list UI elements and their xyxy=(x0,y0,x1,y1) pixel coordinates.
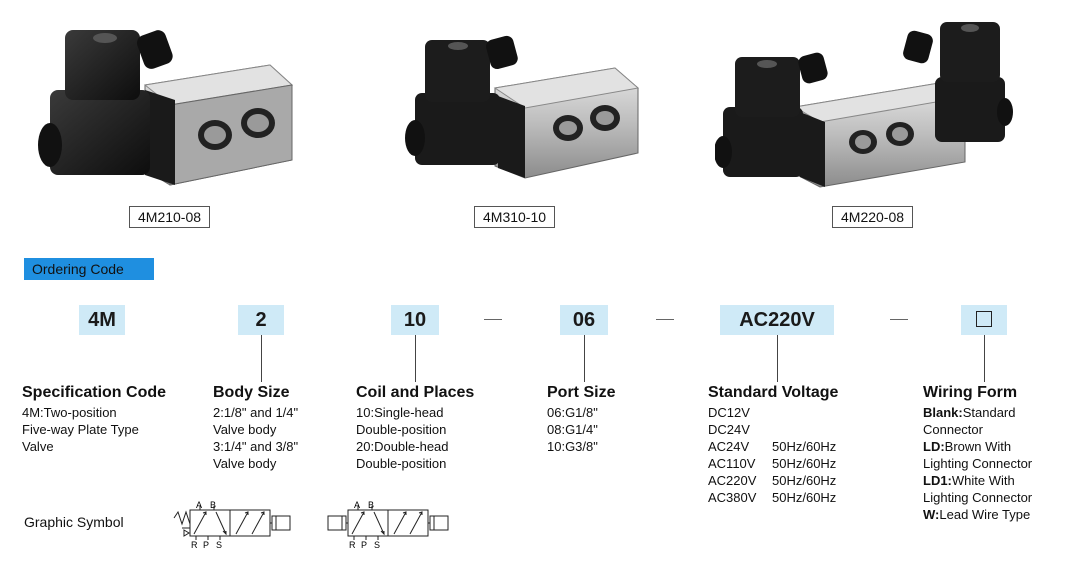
desc-line: Double-position xyxy=(356,422,447,437)
desc-line: LD:Brown With xyxy=(923,439,1012,454)
heading-coil: Coil and Places xyxy=(356,384,475,401)
separator-dash-3 xyxy=(890,319,908,320)
desc-line: 10:Single-head xyxy=(356,405,444,420)
voltage-row: DC24V xyxy=(708,422,750,437)
heading-body-size: Body Size xyxy=(213,384,290,401)
port-label-p: P xyxy=(361,540,367,550)
desc-line: Double-position xyxy=(356,456,447,471)
desc-line: Lighting Connector xyxy=(923,490,1033,505)
valve-image-4m210 xyxy=(38,30,294,186)
separator-dash-2 xyxy=(656,319,674,320)
port-label-a: A xyxy=(196,500,202,510)
connector-line-voltage xyxy=(777,335,778,382)
desc-line: Blank:Standard xyxy=(923,405,1016,420)
port-label-p: P xyxy=(203,540,209,550)
port-label-a: A xyxy=(354,500,360,510)
desc-line: Valve body xyxy=(213,456,277,471)
code-box-spec: 4M xyxy=(79,305,125,335)
graphic-symbol-label: Graphic Symbol xyxy=(24,514,124,530)
heading-voltage: Standard Voltage xyxy=(708,384,839,401)
connector-line-port-size xyxy=(584,335,585,382)
port-label-b: B xyxy=(210,500,216,510)
heading-wiring: Wiring Form xyxy=(923,384,1018,401)
model-label-1: 4M210-08 xyxy=(129,206,211,228)
valve-image-4m220 xyxy=(715,22,1013,188)
port-label-b: B xyxy=(368,500,374,510)
separator-dash-1 xyxy=(484,319,502,320)
desc-line: Valve body xyxy=(213,422,277,437)
voltage-row: DC12V xyxy=(708,405,750,420)
connector-line-coil xyxy=(415,335,416,382)
desc-line: LD1:White With xyxy=(923,473,1015,488)
valve-image-4m310 xyxy=(405,35,640,179)
code-box-voltage: AC220V xyxy=(720,305,834,335)
connector-line-wiring xyxy=(984,335,985,382)
desc-line: Valve xyxy=(22,439,54,454)
desc-line: Five-way Plate Type xyxy=(22,422,139,437)
port-label-r: R xyxy=(349,540,356,550)
desc-line: W:Lead Wire Type xyxy=(923,507,1031,522)
desc-line: 2:1/8" and 1/4" xyxy=(213,405,299,420)
code-box-wiring xyxy=(961,305,1007,335)
connector-line-body-size xyxy=(261,335,262,382)
desc-line: 10:G3/8" xyxy=(547,439,598,454)
checkbox-square-icon xyxy=(976,311,992,328)
desc-port-size: 06:G1/8" 08:G1/4" 10:G3/8" xyxy=(547,404,598,455)
symbol-single-solenoid: A B R P S xyxy=(173,500,291,550)
desc-line: Connector xyxy=(923,422,983,437)
heading-port-size: Port Size xyxy=(547,384,616,401)
desc-line: 08:G1/4" xyxy=(547,422,598,437)
desc-line: Lighting Connector xyxy=(923,456,1033,471)
code-box-port-size: 06 xyxy=(560,305,608,335)
heading-spec-code: Specification Code xyxy=(22,384,167,401)
port-label-s: S xyxy=(216,540,222,550)
code-box-body-size: 2 xyxy=(238,305,284,335)
desc-line: 20:Double-head xyxy=(356,439,449,454)
ordering-code-banner: Ordering Code xyxy=(24,258,154,280)
model-label-2: 4M310-10 xyxy=(474,206,556,228)
desc-wiring: Blank:Standard Connector LD:Brown With L… xyxy=(923,404,1032,523)
desc-spec-code: 4M:Two-position Five-way Plate Type Valv… xyxy=(22,404,139,455)
desc-line: 3:1/4" and 3/8" xyxy=(213,439,299,454)
desc-body-size: 2:1/8" and 1/4" Valve body 3:1/4" and 3/… xyxy=(213,404,298,472)
desc-coil: 10:Single-head Double-position 20:Double… xyxy=(356,404,449,472)
code-box-coil: 10 xyxy=(391,305,439,335)
desc-line: 4M:Two-position xyxy=(22,405,117,420)
port-label-r: R xyxy=(191,540,198,550)
desc-line: 06:G1/8" xyxy=(547,405,598,420)
model-label-3: 4M220-08 xyxy=(832,206,914,228)
port-label-s: S xyxy=(374,540,380,550)
symbol-double-solenoid: A B R P S xyxy=(327,500,449,550)
